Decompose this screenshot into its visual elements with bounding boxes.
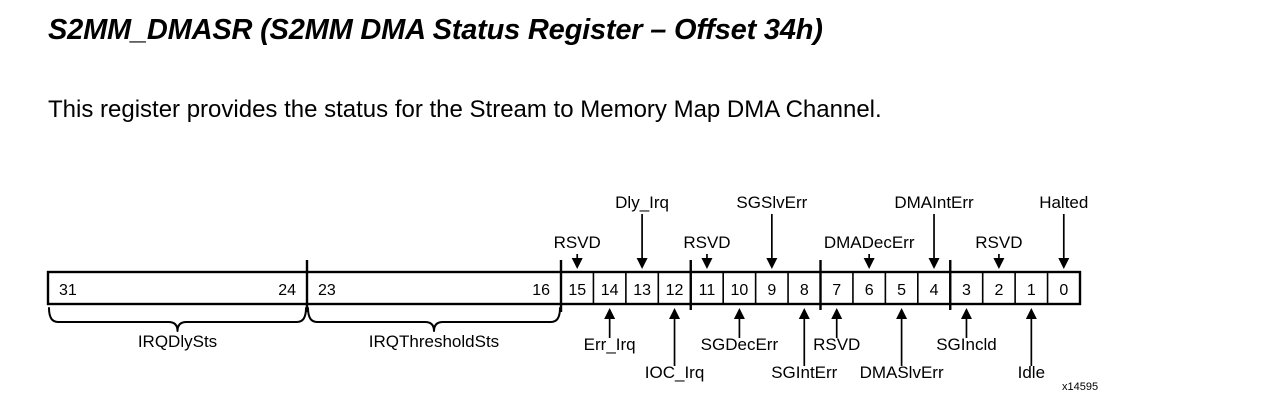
- callout-bottom-SGIntErr-bit8: SGIntErr: [771, 308, 838, 382]
- callout-label: IOC_Irq: [645, 363, 705, 382]
- field-msb-31: 31: [59, 282, 77, 299]
- callout-label: RSVD: [813, 335, 860, 354]
- bit-number-8: 8: [800, 282, 809, 299]
- callout-label: DMADecErr: [824, 233, 915, 252]
- arrow-down-icon: [766, 258, 778, 269]
- arrow-up-icon: [798, 308, 810, 319]
- figure-id-label: x14595: [1062, 381, 1098, 393]
- arrow-down-icon: [863, 258, 875, 269]
- register-description: This register provides the status for th…: [48, 96, 882, 123]
- arrow-up-icon: [831, 308, 843, 319]
- arrow-up-icon: [896, 308, 908, 319]
- callout-bottom-Err_Irq-bit14: Err_Irq: [584, 308, 636, 354]
- bit-number-2: 2: [994, 282, 1003, 299]
- callout-bottom-RSVD-bit7: RSVD: [813, 308, 860, 354]
- callout-top-RSVD-bit11: RSVD: [683, 233, 731, 269]
- bit-number-11: 11: [699, 282, 716, 299]
- arrow-down-icon: [993, 258, 1005, 269]
- field-lsb-16: 16: [532, 282, 550, 299]
- bit-number-13: 13: [633, 282, 651, 299]
- bit-number-6: 6: [865, 282, 874, 299]
- arrow-down-icon: [571, 258, 583, 269]
- callout-top-DMAIntErr-bit4: DMAIntErr: [894, 193, 974, 269]
- field-msb-23: 23: [318, 282, 336, 299]
- bit-number-5: 5: [897, 282, 906, 299]
- arrow-up-icon: [669, 308, 681, 319]
- bitfield-wide-fields: 31 24 23 16: [59, 282, 550, 299]
- arrow-up-icon: [604, 308, 616, 319]
- callout-label: RSVD: [554, 233, 601, 252]
- callout-bottom-SGIncld-bit3: SGIncld: [936, 308, 997, 354]
- callout-label: Halted: [1039, 193, 1088, 212]
- bit-number-14: 14: [601, 282, 619, 299]
- arrow-up-icon: [1025, 308, 1037, 319]
- bit-number-9: 9: [767, 282, 776, 299]
- arrow-down-icon: [701, 258, 713, 269]
- bit-number-12: 12: [666, 282, 684, 299]
- bitfield-dividers: [305, 260, 1049, 312]
- bit-number-4: 4: [930, 282, 939, 299]
- callout-bottom-DMASlvErr-bit5: DMASlvErr: [860, 308, 944, 382]
- arrow-up-icon: [960, 308, 972, 319]
- field-brace-IRQThresholdSts: [307, 307, 561, 332]
- callout-label: SGIntErr: [771, 363, 837, 382]
- field-lsb-24: 24: [278, 282, 296, 299]
- arrow-down-icon: [636, 258, 648, 269]
- callout-top-RSVD-bit15: RSVD: [554, 233, 601, 269]
- callout-label: RSVD: [975, 233, 1022, 252]
- arrow-down-icon: [928, 258, 940, 269]
- callout-bottom-SGDecErr-bit10: SGDecErr: [701, 308, 779, 354]
- callout-label: DMASlvErr: [860, 363, 944, 382]
- bitfield-braces: IRQDlySts IRQThresholdSts: [48, 307, 561, 351]
- callout-top-Dly_Irq-bit13: Dly_Irq: [615, 193, 669, 269]
- callout-label: SGDecErr: [701, 335, 779, 354]
- callout-label: Dly_Irq: [615, 193, 669, 212]
- arrow-up-icon: [733, 308, 745, 319]
- bit-number-3: 3: [962, 282, 971, 299]
- bit-number-0: 0: [1059, 282, 1068, 299]
- field-label-IRQDlySts: IRQDlySts: [138, 332, 217, 351]
- bit-number-15: 15: [568, 282, 586, 299]
- callout-bottom-IOC_Irq-bit12: IOC_Irq: [645, 308, 705, 382]
- bit-number-7: 7: [832, 282, 841, 299]
- callout-label: SGSlvErr: [736, 193, 807, 212]
- callout-top-RSVD-bit2: RSVD: [975, 233, 1023, 269]
- field-brace-IRQDlySts: [48, 307, 307, 332]
- callout-label: RSVD: [683, 233, 730, 252]
- callout-label: DMAIntErr: [894, 193, 974, 212]
- callout-top-DMADecErr-bit6: DMADecErr: [824, 233, 915, 269]
- callout-top-Halted-bit0: Halted: [1039, 193, 1088, 269]
- callout-label: Err_Irq: [584, 335, 636, 354]
- page-title: S2MM_DMASR (S2MM DMA Status Register – O…: [48, 14, 823, 46]
- field-label-IRQThresholdSts: IRQThresholdSts: [369, 332, 499, 351]
- callout-label: SGIncld: [936, 335, 996, 354]
- callout-bottom-Idle-bit1: Idle: [1018, 308, 1045, 382]
- bit-number-10: 10: [731, 282, 749, 299]
- callout-label: Idle: [1018, 363, 1045, 382]
- callout-top-SGSlvErr-bit9: SGSlvErr: [736, 193, 808, 269]
- bitfield-outer-box: [46, 270, 1082, 306]
- bit-number-1: 1: [1027, 282, 1036, 299]
- arrow-down-icon: [1058, 258, 1070, 269]
